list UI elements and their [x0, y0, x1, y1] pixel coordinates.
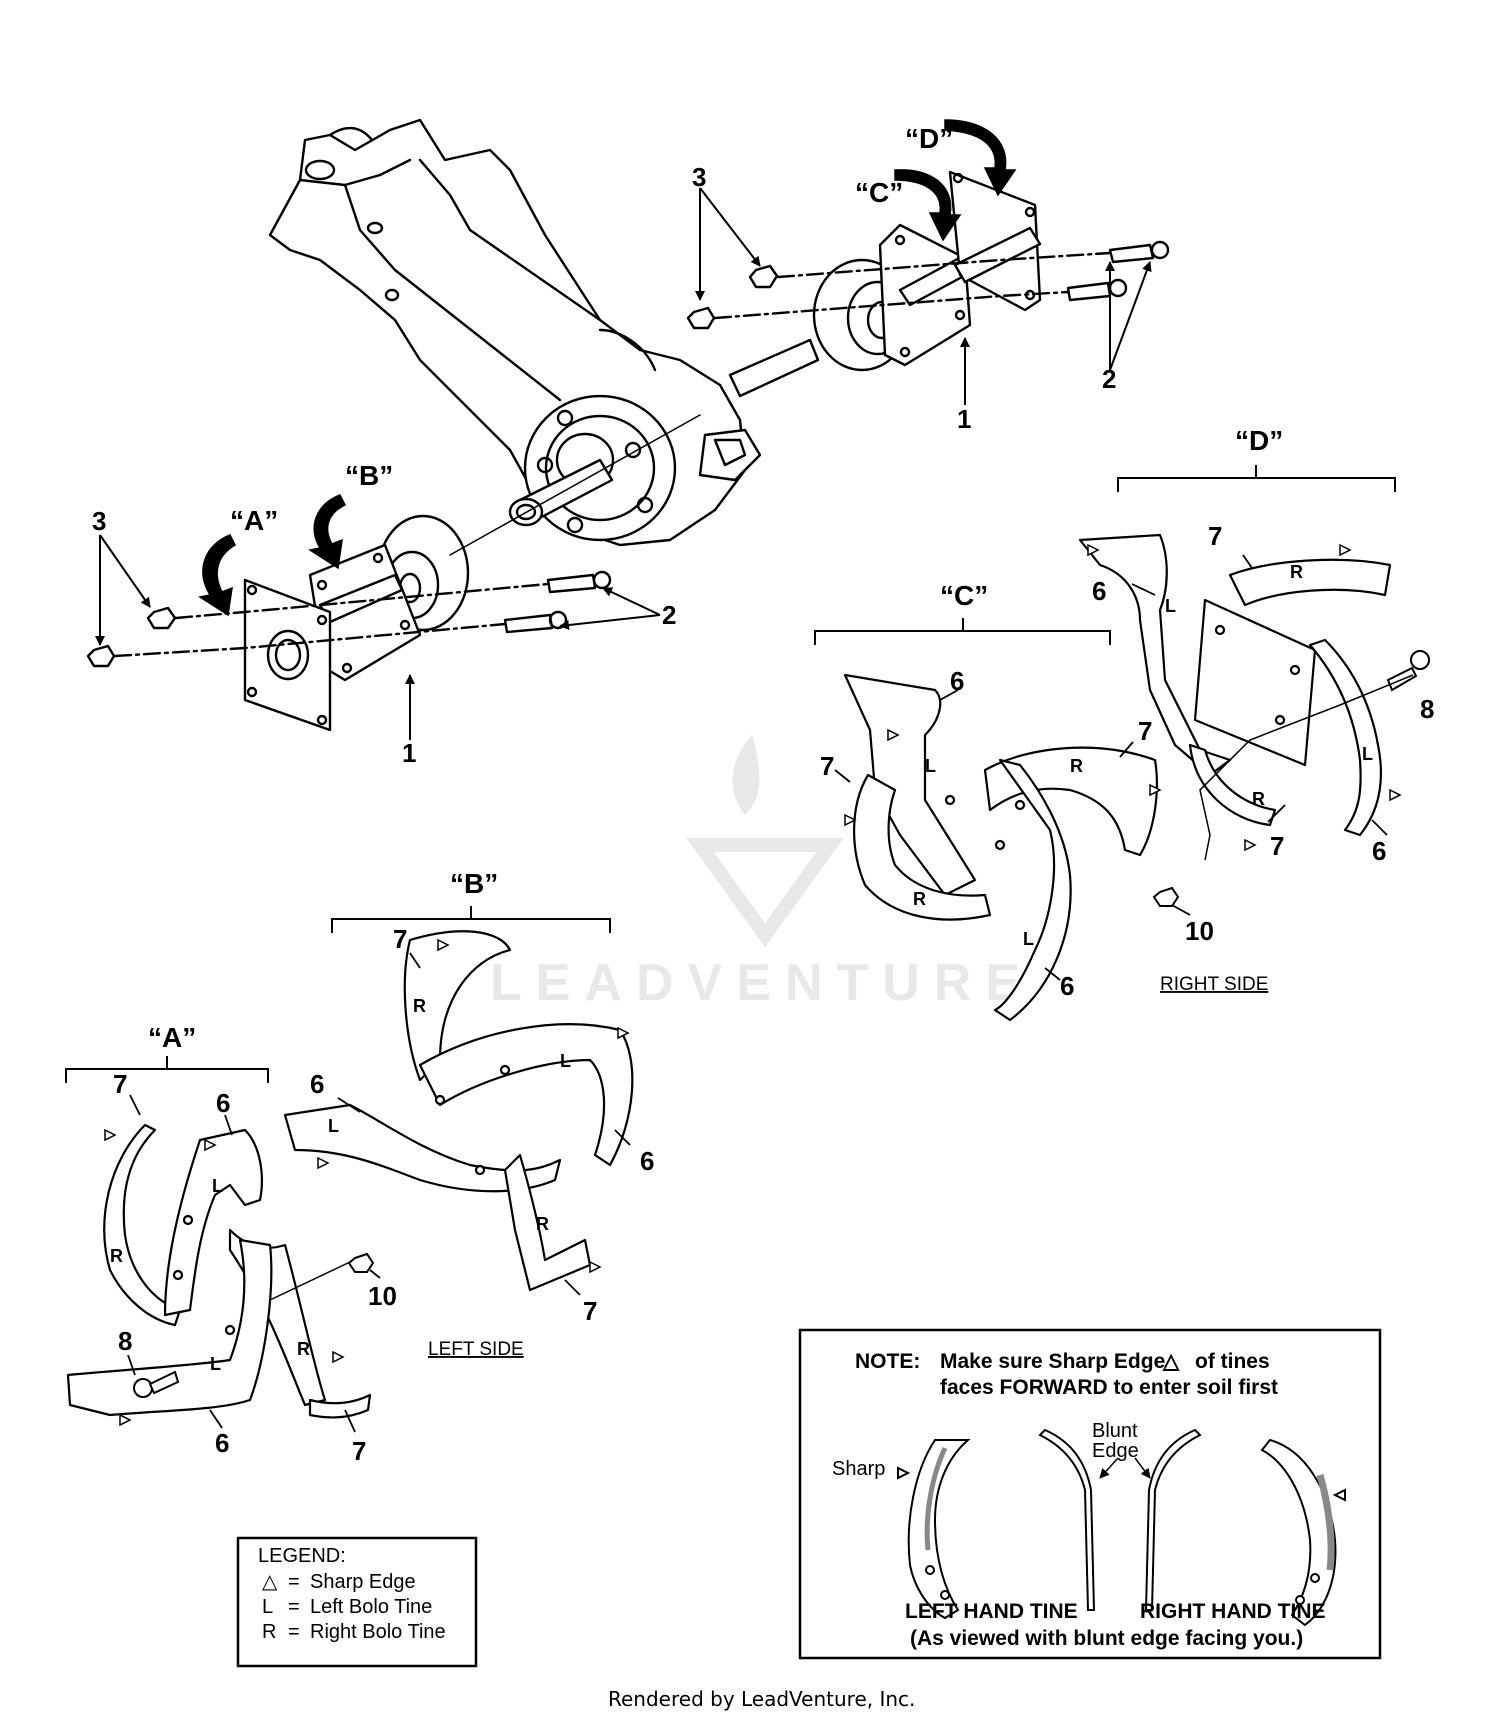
callout-6-c-top: 6 [950, 666, 964, 696]
tine-letter-l: L [925, 756, 936, 776]
arrow-d-icon [944, 119, 1017, 197]
group-brackets [65, 465, 1396, 1083]
note-line1-a: Make sure Sharp Edge [940, 1350, 1165, 1373]
watermark: LEADVENTURE [490, 735, 1034, 1012]
legend-symbol-right: R [262, 1621, 276, 1643]
tine-letter-r: R [1252, 789, 1265, 809]
group-label-c-upper: “C” [855, 177, 903, 208]
tine-letter-l: L [1362, 744, 1373, 764]
lower-left-flange-assembly [86, 414, 701, 732]
note-line1-b: of tines [1195, 1350, 1270, 1373]
leader-lines [95, 187, 1152, 740]
note-box: NOTE: Make sure Sharp Edge △ of tines fa… [798, 1328, 1382, 1660]
tine-group-c [843, 673, 1158, 1022]
legend-title: LEGEND: [258, 1545, 346, 1567]
note-left-hand-tine: LEFT HAND TINE [905, 1600, 1078, 1623]
credit-text: Rendered by LeadVenture, Inc. [608, 1687, 915, 1711]
callout-7-b-bottom: 7 [583, 1296, 597, 1326]
note-sharp: Sharp [832, 1458, 885, 1480]
note-symbol: △ [1162, 1350, 1180, 1373]
callout-7-d-bottom: 7 [1270, 831, 1284, 861]
callout-1-lower: 1 [402, 738, 416, 768]
arrow-a-icon [198, 534, 236, 617]
tine-letter-l: L [560, 1051, 571, 1071]
callout-1-upper: 1 [957, 404, 971, 434]
legend-eq: = [288, 1571, 300, 1593]
callout-6-d-left: 6 [1092, 576, 1106, 606]
note-prefix: NOTE: [855, 1350, 920, 1373]
callout-6-a-top: 6 [216, 1088, 230, 1118]
rotation-arrows [198, 119, 1017, 617]
tine-group-d [1078, 533, 1392, 837]
callout-6-d-right: 6 [1372, 836, 1386, 866]
callout-7-c-left: 7 [820, 751, 834, 781]
legend-text-right: Right Bolo Tine [310, 1621, 446, 1643]
tine-group-b [283, 930, 634, 1292]
note-blunt-2: Edge [1092, 1440, 1139, 1462]
arrow-c-icon [894, 169, 962, 242]
tine-shaft-housing [268, 118, 820, 547]
legend-eq: = [288, 1596, 300, 1618]
left-side-label: LEFT SIDE [428, 1339, 524, 1360]
tine-letter-l: L [210, 1354, 221, 1374]
tine-letter-l: L [212, 1176, 223, 1196]
tine-hardware [133, 650, 1430, 1398]
callout-6-b-right: 6 [640, 1146, 654, 1176]
callout-3-lower: 3 [92, 506, 106, 536]
note-viewed: (As viewed with blunt edge facing you.) [910, 1627, 1303, 1650]
legend-box: LEGEND: △ = Sharp Edge L = Left Bolo Tin… [236, 1536, 478, 1668]
group-label-a-upper: “A” [230, 505, 278, 536]
tine-group-a [66, 1123, 372, 1419]
sharp-edge-markers [104, 543, 1402, 1427]
group-label-b: “B” [450, 868, 498, 899]
callout-7-b-top: 7 [393, 924, 407, 954]
note-right-hand-tine: RIGHT HAND TINE [1140, 1600, 1326, 1623]
group-label-d-upper: “D” [905, 123, 953, 154]
legend-eq: = [288, 1621, 300, 1643]
note-blunt-1: Blunt [1092, 1420, 1138, 1442]
legend-symbol-left: L [262, 1596, 273, 1618]
callout-6-c-bottom: 6 [1060, 971, 1074, 1001]
callout-10-right: 10 [1185, 916, 1214, 946]
callout-8-d: 8 [1420, 694, 1434, 724]
tine-letter-r: R [297, 1339, 310, 1359]
tine-letter-r: R [536, 1214, 549, 1234]
legend-symbol-sharp: △ [262, 1571, 278, 1593]
tine-letter-l: L [1023, 929, 1034, 949]
callout-7-a-top: 7 [113, 1069, 127, 1099]
tine-letter-r: R [110, 1246, 123, 1266]
callout-8-a: 8 [118, 1326, 132, 1356]
callout-7-d-top: 7 [1208, 521, 1222, 551]
flame-logo-icon [686, 735, 844, 947]
group-label-c: “C” [940, 580, 988, 611]
tine-letter-l: L [1165, 596, 1176, 616]
callout-2-lower: 2 [662, 600, 676, 630]
callout-7-c-right: 7 [1138, 716, 1152, 746]
callout-2-upper: 2 [1102, 364, 1116, 394]
arrow-b-icon [308, 494, 347, 570]
callout-6-b-left: 6 [310, 1069, 324, 1099]
group-label-a: “A” [148, 1022, 196, 1053]
watermark-text: LEADVENTURE [490, 954, 1034, 1012]
tine-letter-r: R [1070, 756, 1083, 776]
upper-right-flange-assembly [686, 170, 1170, 372]
callout-7-a-bottom: 7 [352, 1436, 366, 1466]
tine-letter-r: R [913, 889, 926, 909]
legend-text-sharp: Sharp Edge [310, 1571, 416, 1593]
callout-6-a-bottom: 6 [215, 1428, 229, 1458]
group-label-b-upper: “B” [345, 460, 393, 491]
note-line2: faces FORWARD to enter soil first [940, 1376, 1278, 1399]
tine-leaders [127, 554, 1388, 1433]
right-side-label: RIGHT SIDE [1160, 974, 1268, 995]
callout-3-upper: 3 [692, 162, 706, 192]
tine-letter-r: R [413, 996, 426, 1016]
legend-text-left: Left Bolo Tine [310, 1596, 432, 1618]
callout-10-left: 10 [368, 1281, 397, 1311]
tine-letter-l: L [328, 1116, 339, 1136]
group-label-d: “D” [1235, 425, 1283, 456]
tine-letter-r: R [1290, 562, 1303, 582]
